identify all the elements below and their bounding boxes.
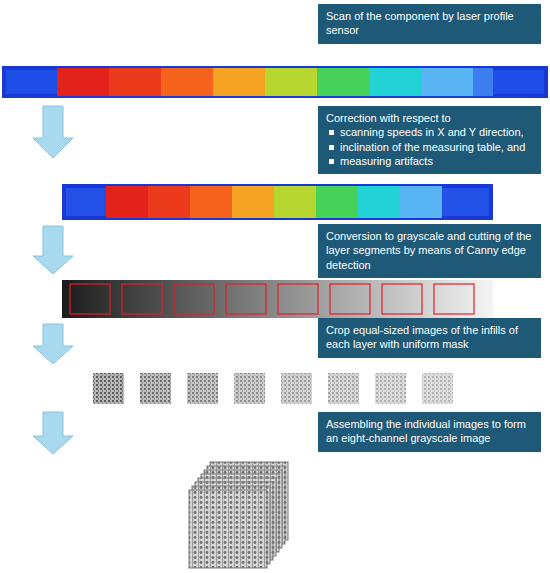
step-box: Scan of the component by laser profile s… <box>318 4 541 44</box>
bullet-item: scanning speeds in X and Y direction, <box>326 125 533 139</box>
step-text: Correction with respect to <box>326 111 533 125</box>
bullet-text: inclination of the measuring table, and <box>340 141 525 153</box>
bullet-text: measuring artifacts <box>340 155 433 167</box>
bullet-text: scanning speeds in X and Y direction, <box>340 126 524 138</box>
step-box: Assembling the individual images to form… <box>318 412 541 452</box>
step-box: Correction with respect toscanning speed… <box>318 106 541 174</box>
bullet-item: measuring artifacts <box>326 154 533 168</box>
bullet-mark <box>329 145 334 150</box>
step-text: Conversion to grayscale and cutting of t… <box>326 229 533 272</box>
bullet-mark <box>329 159 334 164</box>
step-box: Conversion to grayscale and cutting of t… <box>318 224 541 278</box>
step-text: Scan of the component by laser profile s… <box>326 9 533 38</box>
bullet-item: inclination of the measuring table, and <box>326 140 533 154</box>
step-text: Crop equal-sized images of the infills o… <box>326 323 533 352</box>
step-box: Crop equal-sized images of the infills o… <box>318 318 541 358</box>
bullet-mark <box>329 130 334 135</box>
step-text: Assembling the individual images to form… <box>326 417 533 446</box>
